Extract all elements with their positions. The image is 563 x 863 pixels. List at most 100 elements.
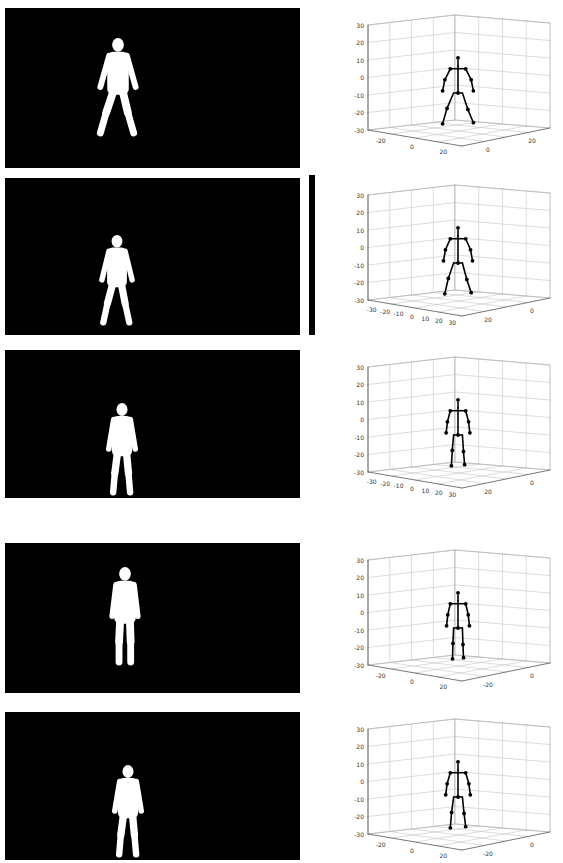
axis-tick: 10 (356, 227, 364, 234)
skeleton-bone (462, 645, 464, 658)
grid-line (439, 661, 527, 677)
skeleton-bone (452, 435, 453, 450)
grid-line (502, 554, 503, 659)
skeleton-joint (444, 431, 448, 435)
axis-tick: 20 (440, 852, 448, 859)
plot-wall (368, 550, 455, 665)
skeleton-bone (450, 772, 465, 774)
axis-tick: -20 (376, 137, 386, 144)
silhouette-leg (119, 835, 121, 854)
silhouette-panel (5, 178, 300, 335)
silhouette-torso (107, 248, 127, 288)
skeleton-joint (450, 449, 454, 453)
axis-tick: -20 (380, 308, 390, 315)
grid-line (478, 552, 479, 657)
axis-line (368, 300, 462, 316)
skeleton-joint (450, 464, 454, 468)
grid-line (412, 125, 507, 137)
axis-tick: 0 (530, 479, 534, 486)
axis-tick: 0 (486, 146, 490, 153)
silhouette-leg (128, 112, 134, 133)
axis-tick: 20 (484, 488, 492, 495)
grid-line (389, 193, 390, 298)
axis-line (462, 128, 550, 146)
axis-line (368, 729, 369, 834)
skeleton-joint (465, 278, 469, 282)
skeleton-bone (450, 603, 465, 605)
skeleton-bone (457, 230, 459, 236)
grid-line (439, 126, 527, 142)
skeleton-joint (444, 248, 448, 252)
skeleton-bone (450, 68, 465, 70)
axis-line (368, 195, 369, 300)
silhouette-leg (128, 473, 130, 492)
separator-bar (309, 175, 315, 335)
skeleton-joint (471, 259, 475, 263)
axis-tick: 20 (356, 381, 364, 388)
skeleton-joint (469, 248, 473, 252)
grid-line (433, 553, 434, 658)
skeleton-bone (451, 450, 453, 465)
grid-line (412, 829, 507, 841)
axis-line (368, 560, 369, 665)
skeleton-joint (464, 602, 468, 606)
skeleton-bone (462, 628, 464, 645)
grid-line (502, 189, 503, 294)
axis-tick: 30 (356, 726, 364, 733)
skeleton-bone (457, 66, 459, 94)
axis-tick: 0 (360, 74, 364, 81)
skeleton-joint (441, 122, 445, 126)
axis-tick: 30 (356, 22, 364, 29)
silhouette-torso (114, 581, 136, 624)
axis-tick: -10 (354, 627, 364, 634)
skeleton-bone (462, 435, 463, 452)
skeleton-joint (464, 409, 468, 413)
axis-tick: 30 (356, 192, 364, 199)
plot-wall (368, 357, 455, 472)
skeleton-joint (451, 657, 455, 661)
axis-tick: 0 (410, 678, 414, 685)
skeleton-joint (468, 431, 472, 435)
skeleton-bone (450, 410, 465, 412)
skeleton-joint (468, 793, 472, 797)
skeleton-bone (457, 601, 459, 629)
axis-tick: 0 (530, 672, 534, 679)
grid-line (412, 467, 507, 479)
skeleton-joint (461, 643, 465, 647)
axis-tick: 10 (356, 592, 364, 599)
silhouette-panel (5, 8, 300, 168)
skeleton-bone (452, 628, 454, 643)
skeleton-joint (456, 591, 460, 595)
skeleton-joint (443, 78, 447, 82)
axis-tick: -20 (354, 279, 364, 286)
skeleton-joint (462, 450, 466, 454)
silhouette-leg (100, 112, 106, 133)
skeleton-joint (466, 108, 470, 112)
axis-line (368, 130, 462, 146)
silhouette-leg (113, 473, 115, 492)
grid-line (411, 724, 412, 829)
grid-line (411, 362, 412, 467)
grid-line (415, 828, 503, 842)
grid-line (439, 468, 527, 484)
skeleton-joint (467, 420, 471, 424)
axis-tick: 20 (356, 743, 364, 750)
axis-tick: 0 (530, 307, 534, 314)
silhouette-torso (107, 52, 129, 95)
skeleton-joint (451, 642, 455, 646)
grid-line (502, 361, 503, 466)
axis-line (368, 25, 369, 130)
skeleton-bone (457, 764, 459, 770)
grid-line (439, 830, 527, 846)
skeleton-joint (446, 420, 450, 424)
skeleton-joint (448, 237, 452, 241)
grid-line (526, 191, 527, 296)
skeleton-joint (443, 292, 447, 296)
skeleton-bone (467, 280, 471, 293)
grid-line (502, 723, 503, 828)
skeleton-bone (450, 238, 465, 240)
silhouette-leg (134, 835, 136, 854)
skeleton-joint (456, 261, 460, 265)
skeleton-joint (448, 67, 452, 71)
